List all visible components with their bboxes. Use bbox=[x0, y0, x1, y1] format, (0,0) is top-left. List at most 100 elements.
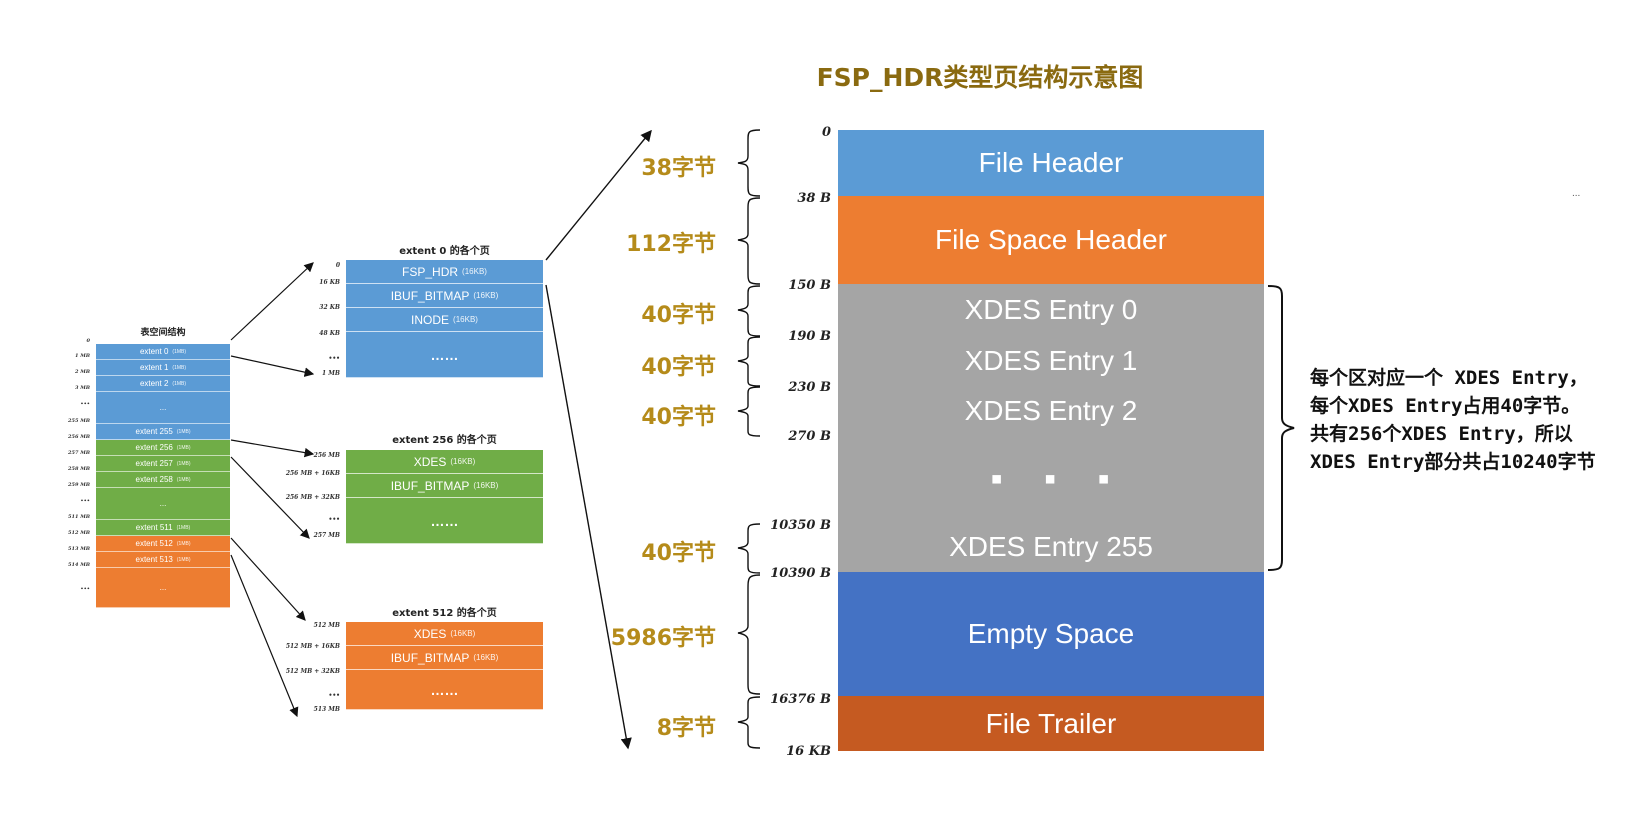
note-line: XDES Entry部分共占10240字节 bbox=[1310, 451, 1596, 473]
tablespace-cell-label: extent 0 bbox=[139, 347, 169, 356]
tablespace-cell-label: extent 513 bbox=[135, 555, 173, 564]
extent-page-offset: 257 MB bbox=[313, 532, 340, 539]
extent-group-title: extent 256 的各个页 bbox=[392, 435, 497, 446]
extent-page-offset: 256 MB + 32KB bbox=[285, 494, 340, 501]
tablespace-offset: 1 MB bbox=[75, 353, 90, 359]
tablespace-offset: 258 MB bbox=[68, 466, 90, 472]
offset-label: 270 B bbox=[788, 429, 831, 444]
offset-label: 0 bbox=[821, 125, 831, 140]
tablespace-cell-size: (1MB) bbox=[176, 444, 191, 451]
size-label: 40字节 bbox=[641, 303, 716, 328]
extent-page-offset: 0 bbox=[335, 262, 340, 269]
extent-page-size: (16KB) bbox=[450, 629, 476, 638]
size-label: 40字节 bbox=[641, 355, 716, 380]
offset-label: 10390 B bbox=[770, 566, 831, 581]
tablespace-offset: 256 MB bbox=[68, 434, 90, 440]
tablespace-cell-size: (1MB) bbox=[172, 364, 187, 371]
extent-page-label: XDES bbox=[413, 454, 447, 469]
tablespace-offset: ••• bbox=[80, 401, 90, 407]
extent-page-label: XDES bbox=[413, 626, 447, 641]
extent-page-cell: IBUF_BITMAP(16KB) bbox=[346, 284, 543, 308]
tablespace-offset: 2 MB bbox=[75, 369, 90, 375]
extent-page-label: …… bbox=[430, 681, 459, 698]
tablespace-cell-size: (1MB) bbox=[176, 540, 191, 547]
tablespace-cell: extent 256(1MB) bbox=[96, 440, 230, 456]
tablespace-offset: 0 bbox=[86, 338, 90, 344]
extent-page-offset: 512 MB bbox=[313, 622, 340, 629]
offset-label: 150 B bbox=[788, 278, 831, 293]
extent-page-size: (16KB) bbox=[473, 291, 499, 300]
extent-page-cell: …… bbox=[346, 332, 543, 378]
tablespace-offset: 513 MB bbox=[68, 546, 90, 552]
tablespace-cell-label: extent 256 bbox=[135, 443, 173, 452]
tablespace-cell-label: extent 255 bbox=[135, 427, 173, 436]
extent-page-offset: 513 MB bbox=[313, 706, 340, 713]
tablespace-cell-size: (1MB) bbox=[172, 380, 187, 387]
tablespace-cell: extent 2(1MB) bbox=[96, 376, 230, 392]
size-label: 8字节 bbox=[656, 716, 716, 741]
segment-xdes-entry-255: XDES Entry 255 bbox=[838, 522, 1264, 572]
extent-page-label: FSP_HDR bbox=[402, 264, 459, 279]
xdes-brace bbox=[1267, 285, 1295, 571]
tablespace-cell: extent 255(1MB) bbox=[96, 424, 230, 440]
extent-page-offset: 512 MB + 16KB bbox=[285, 643, 340, 650]
tablespace-offset: 259 MB bbox=[68, 482, 90, 488]
tablespace-cell: extent 512(1MB) bbox=[96, 536, 230, 552]
tablespace-cell-label: ... bbox=[159, 499, 167, 508]
extent-page-label: IBUF_BITMAP bbox=[390, 650, 470, 665]
tablespace-offset: 3 MB bbox=[75, 385, 90, 391]
note-line: 共有256个XDES Entry，所以 bbox=[1310, 423, 1573, 445]
tablespace-offset: 512 MB bbox=[68, 530, 90, 536]
tablespace-cell-label: extent 511 bbox=[135, 523, 173, 532]
corner-dots: ... bbox=[1572, 188, 1581, 199]
segment-xdes-entry-1: XDES Entry 1 bbox=[838, 335, 1264, 386]
segment-xdes-entry-2: XDES Entry 2 bbox=[838, 386, 1264, 436]
extent-page-size: (16KB) bbox=[462, 267, 487, 276]
arrow-fsp-hdr-top bbox=[545, 129, 652, 261]
extent-page-cell: …… bbox=[346, 498, 543, 544]
extent-group-title: extent 0 的各个页 bbox=[399, 246, 490, 257]
offset-label: 16 KB bbox=[786, 744, 831, 759]
offset-label: 10350 B bbox=[770, 518, 831, 533]
tablespace-cell-size: (1MB) bbox=[176, 428, 191, 435]
tablespace-cell-size: (1MB) bbox=[172, 348, 187, 355]
extent-page-offset: 256 MB + 16KB bbox=[285, 470, 340, 477]
note-line: 每个XDES Entry占用40字节。 bbox=[1310, 395, 1581, 417]
extent-page-cell: IBUF_BITMAP(16KB) bbox=[346, 474, 543, 498]
tablespace-cell: extent 0(1MB) bbox=[96, 344, 230, 360]
offset-label: 16376 B bbox=[770, 692, 831, 707]
size-label: 38字节 bbox=[641, 156, 716, 181]
segment-file-trailer: File Trailer bbox=[838, 696, 1264, 751]
extent-page-offset: ••• bbox=[328, 355, 340, 362]
tablespace-offset: 257 MB bbox=[68, 450, 90, 456]
extent-page-label: …… bbox=[430, 512, 459, 529]
extent-page-cell: IBUF_BITMAP(16KB) bbox=[346, 646, 543, 670]
segment-xdes-entry-0: XDES Entry 0 bbox=[838, 284, 1264, 335]
extent-page-offset: ••• bbox=[328, 516, 340, 523]
segment-file-header: File Header bbox=[838, 130, 1264, 196]
size-label: 5986字节 bbox=[610, 626, 716, 651]
arrow-extent0-bottom bbox=[230, 355, 315, 377]
tablespace-cell-label: ... bbox=[159, 403, 167, 412]
tablespace-offset: 514 MB bbox=[68, 562, 90, 568]
tablespace-cell: extent 513(1MB) bbox=[96, 552, 230, 568]
diagram-title: FSP_HDR类型页结构示意图 bbox=[816, 63, 1144, 92]
extent-page-offset: 256 MB bbox=[313, 452, 340, 459]
segment-empty-space: Empty Space bbox=[838, 572, 1264, 696]
extent-page-cell: INODE(16KB) bbox=[346, 308, 543, 332]
arrow-extent256-bottom bbox=[230, 456, 310, 539]
arrow-extent256-top bbox=[230, 439, 315, 458]
size-label: 112字节 bbox=[626, 232, 716, 257]
extent-page-size: (16KB) bbox=[450, 457, 476, 466]
offset-label: 230 B bbox=[788, 380, 831, 395]
tablespace-cell: extent 258(1MB) bbox=[96, 472, 230, 488]
extent-page-size: (16KB) bbox=[473, 653, 499, 662]
extent-page-cell: XDES(16KB) bbox=[346, 450, 543, 474]
extent-page-cell: …… bbox=[346, 670, 543, 710]
extent-group-title: extent 512 的各个页 bbox=[392, 608, 497, 619]
offset-label: 38 B bbox=[797, 191, 831, 206]
extent-page-offset: 512 MB + 32KB bbox=[285, 668, 340, 675]
extent-page-size: (16KB) bbox=[453, 315, 478, 324]
tablespace-cell: ... bbox=[96, 568, 230, 608]
